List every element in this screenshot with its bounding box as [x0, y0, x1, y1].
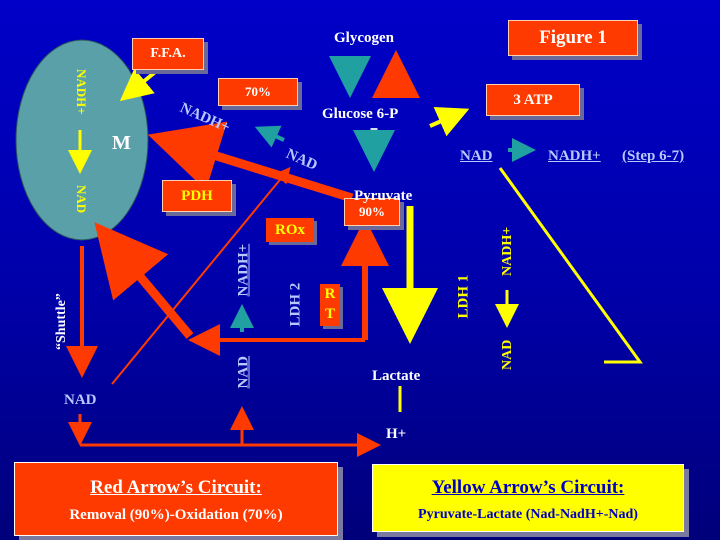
- thin-red-diagonal: [111, 166, 291, 385]
- ldh2-nadh-label: NADH+: [235, 243, 252, 297]
- nad-bottom-label: NAD: [64, 392, 97, 408]
- glucose6p-label: Glucose 6-P: [322, 106, 399, 122]
- ldh1-nad-label: NAD: [500, 339, 515, 370]
- rt-r: R: [324, 286, 336, 302]
- ffa-box: F.F.A.: [132, 38, 204, 70]
- figure-label: Figure 1: [539, 27, 607, 48]
- yellow-loop: [498, 167, 643, 364]
- mito-label: M: [112, 132, 131, 154]
- nad-nadh-teal-arrow: [254, 125, 285, 148]
- hplus-label: H+: [386, 426, 407, 442]
- pct-oxidation: 70%: [245, 84, 271, 99]
- shuttle-label: “Shuttle”: [54, 293, 69, 350]
- ffa-label: F.F.A.: [150, 46, 186, 61]
- ldh1-nadh-label: NADH+: [500, 226, 515, 276]
- step-nadh-label: NADH+: [548, 148, 601, 164]
- atp-arrow: [429, 106, 470, 137]
- pyruvate-mito-arrow: [147, 121, 354, 203]
- yellow-circuit-title: Yellow Arrow’s Circuit:: [431, 477, 625, 498]
- ldh2-label: LDH 2: [287, 282, 304, 327]
- atp-label: 3 ATP: [513, 91, 553, 108]
- pct-removal-box: 90%: [344, 198, 400, 226]
- mito-nad-label: NAD: [74, 185, 89, 214]
- atp-box: 3 ATP: [486, 84, 580, 116]
- pdh-label: PDH: [181, 187, 213, 204]
- rt-t: T: [324, 306, 335, 322]
- glycogen-label: Glycogen: [334, 30, 394, 46]
- step-ref-label: (Step 6-7): [622, 148, 685, 164]
- ldh1-label: LDH 1: [455, 274, 472, 319]
- red-circuit-box: Red Arrow’s Circuit: Removal (90%)-Oxida…: [14, 462, 338, 536]
- red-circuit-title: Red Arrow’s Circuit:: [90, 477, 262, 498]
- ldh2-nad-label: NAD: [235, 356, 252, 389]
- pct-removal: 90%: [359, 204, 385, 219]
- yellow-circuit-subtitle: Pyruvate-Lactate (Nad-NadH+-Nad): [418, 507, 638, 522]
- pct-oxidation-box: 70%: [218, 78, 298, 106]
- rt-box: R T: [320, 284, 340, 326]
- figure-label-box: Figure 1: [508, 20, 638, 56]
- yellow-circuit-box: Yellow Arrow’s Circuit: Pyruvate-Lactate…: [372, 464, 684, 532]
- pyruvate-label: Pyruvate: [354, 188, 413, 204]
- red-circuit-subtitle: Removal (90%)-Oxidation (70%): [69, 507, 283, 523]
- step-nad-label: NAD: [460, 148, 493, 164]
- mito-nadh-label: NADH+: [74, 69, 89, 115]
- removal-diagonal-arrow: [94, 222, 194, 339]
- rox-box: ROx: [266, 218, 314, 242]
- pdh-box: PDH: [162, 180, 232, 212]
- rox-label: ROx: [275, 221, 305, 238]
- lactate-label: Lactate: [372, 368, 421, 384]
